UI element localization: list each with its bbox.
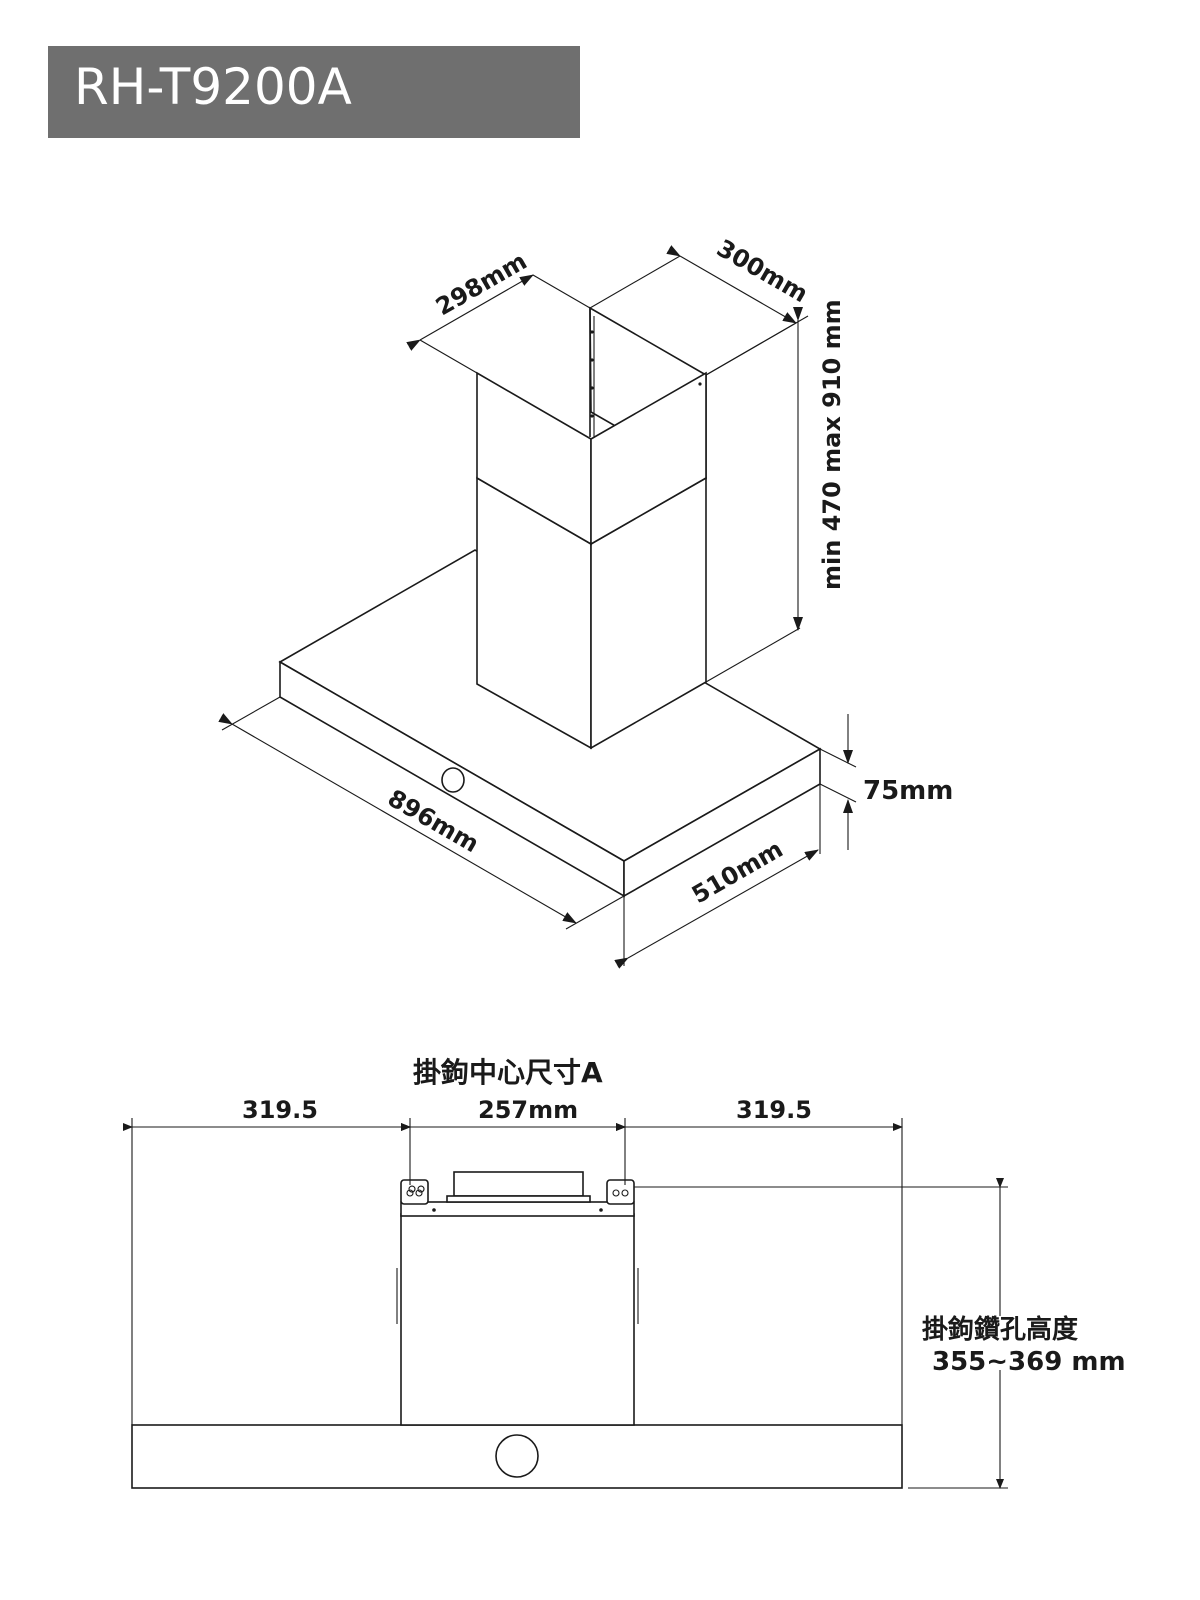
title-bar: RH-T9200A: [48, 46, 580, 138]
dim-drill-height: 掛鉤鑽孔高度 355~369 mm: [634, 1178, 1126, 1489]
dim-chimney-height: min 470 max 910 mm: [705, 299, 846, 683]
left-hook-bracket: [400, 1179, 429, 1205]
front-duct-outlet: [453, 1171, 584, 1197]
dim-hood-thickness: 75mm: [819, 714, 953, 850]
isometric-view: 298mm 300mm min 470 max 910 mm 896mm: [218, 234, 953, 969]
chimney-upper-side: [590, 371, 707, 546]
front-view: 掛鉤中心尺寸A 319.5 257mm 319.5 掛鉤鑽孔高度 355~369…: [123, 1056, 1126, 1489]
dim-chimney-depth-label: 300mm: [712, 234, 813, 308]
right-offset-label: 319.5: [736, 1096, 812, 1124]
dim-hood-thickness-label: 75mm: [863, 776, 953, 806]
drill-height-value: 355~369 mm: [932, 1347, 1126, 1377]
front-mounting-bar: [400, 1201, 635, 1217]
dim-front-horizontal: 掛鉤中心尺寸A 319.5 257mm 319.5: [123, 1056, 903, 1131]
front-control-knob: [495, 1434, 539, 1478]
right-hook-bracket: [606, 1179, 635, 1205]
dim-chimney-height-label: min 470 max 910 mm: [818, 299, 846, 590]
front-chimney: [400, 1213, 635, 1426]
model-title: RH-T9200A: [74, 58, 352, 116]
hook-spacing-label: 257mm: [478, 1096, 578, 1124]
left-offset-label: 319.5: [242, 1096, 318, 1124]
hook-center-label: 掛鉤中心尺寸A: [413, 1056, 603, 1089]
dim-chimney-width: 298mm: [406, 247, 591, 374]
drill-height-label: 掛鉤鑽孔高度: [922, 1314, 1078, 1345]
